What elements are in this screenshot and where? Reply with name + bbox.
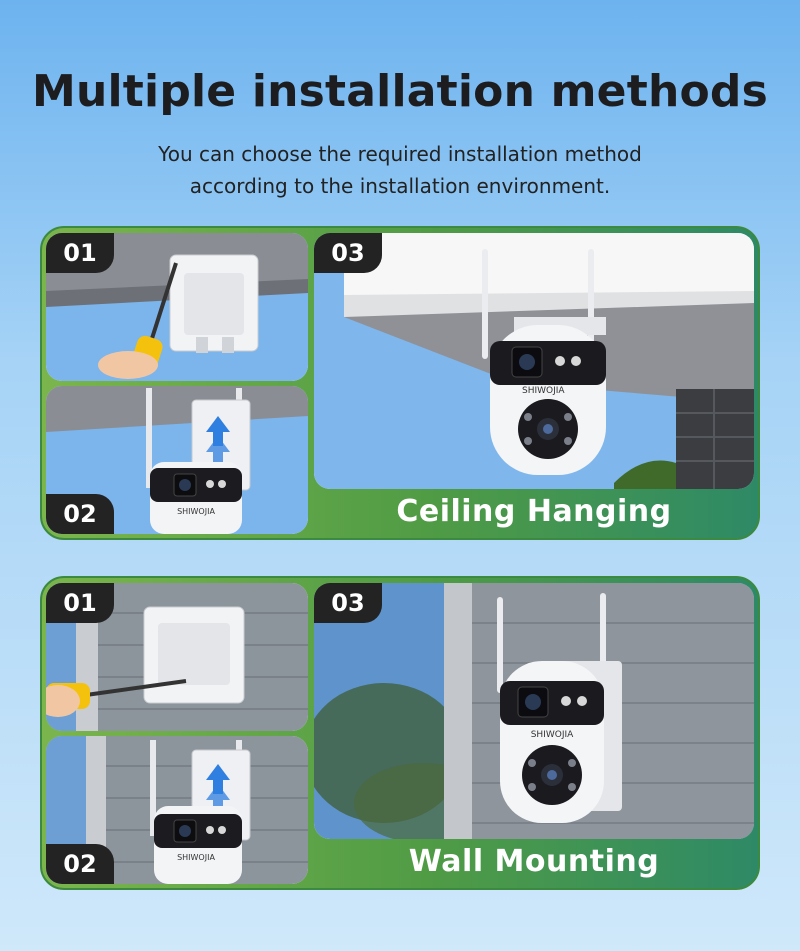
panel-caption: Ceiling Hanging: [396, 494, 672, 529]
step-badge: 02: [46, 494, 114, 534]
ceiling-mounted-camera-illustration: SHIWOJIA: [314, 233, 754, 489]
wall-mounted-camera-illustration: SHIWOJIA: [314, 583, 754, 839]
ceiling-step-01-photo: 01: [46, 233, 308, 381]
panel-caption: Wall Mounting: [408, 844, 660, 879]
page-title: Multiple installation methods: [32, 66, 768, 117]
step-badge: 02: [46, 844, 114, 884]
step-badge: 03: [314, 233, 382, 273]
camera-brand-mark: SHIWOJIA: [177, 853, 215, 862]
page-subtitle-line-2: according to the installation environmen…: [189, 174, 611, 198]
camera-brand-mark: SHIWOJIA: [177, 507, 215, 516]
step-badge: 01: [46, 583, 114, 623]
wall-mounting-panel: 01 SHIWOJIA 02: [40, 576, 760, 890]
ceiling-bracket-screw-illustration: [46, 233, 308, 381]
ceiling-hanging-panel: 01 SHIWOJIA 02: [40, 226, 760, 540]
camera-brand-mark: SHIWOJIA: [531, 730, 574, 740]
wall-step-03-photo: SHIWOJIA 03: [314, 583, 754, 839]
step-badge: 03: [314, 583, 382, 623]
step-badge: 01: [46, 233, 114, 273]
ceiling-step-03-photo: SHIWOJIA 03: [314, 233, 754, 489]
wall-step-02-photo: SHIWOJIA 02: [46, 736, 308, 884]
page-subtitle-line-1: You can choose the required installation…: [158, 142, 642, 166]
ceiling-step-02-photo: SHIWOJIA 02: [46, 386, 308, 534]
camera-brand-mark: SHIWOJIA: [522, 386, 565, 396]
wall-camera-slide-illustration: SHIWOJIA: [46, 736, 308, 884]
wall-step-01-photo: 01: [46, 583, 308, 731]
